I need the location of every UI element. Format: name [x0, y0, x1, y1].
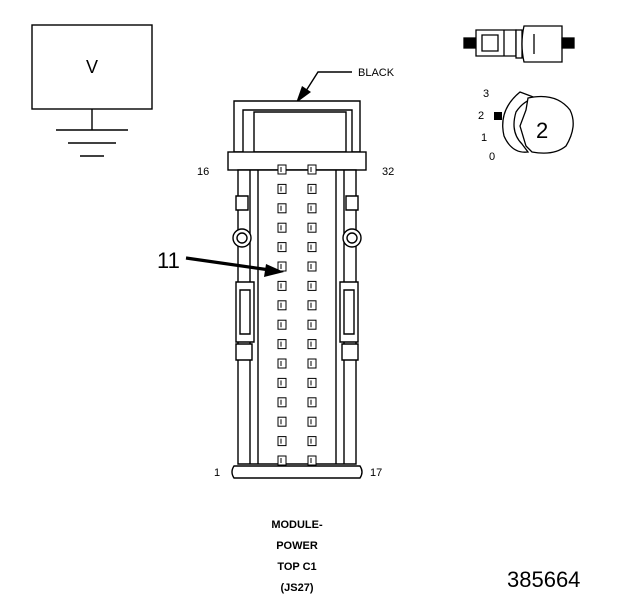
pin-cavity-31 — [307, 183, 317, 194]
pin-cavity-13 — [277, 222, 287, 233]
pin-cavity-21 — [307, 377, 317, 388]
pin-cavity-28 — [307, 242, 317, 253]
pin-cavity-23 — [307, 339, 317, 350]
connector-side-view-icon — [463, 25, 575, 63]
caption-line-1: MODULE- — [271, 519, 323, 531]
voltage-label: V — [86, 57, 98, 77]
pin-cavity-12 — [277, 242, 287, 253]
pin-cavity-2 — [277, 436, 287, 447]
pin-callout: 11 — [157, 248, 284, 277]
position-1: 1 — [481, 132, 487, 144]
color-callout: BLACK — [296, 67, 395, 103]
voltage-ground-symbol: V — [31, 24, 153, 157]
pin-cavity-29 — [307, 222, 317, 233]
pin-cavity-22 — [307, 358, 317, 369]
pin-label-32: 32 — [382, 166, 394, 178]
pin-cavity-20 — [307, 397, 317, 408]
pin-cavity-24 — [307, 319, 317, 330]
pin-cavity-4 — [277, 397, 287, 408]
caption-line-4: (JS27) — [280, 582, 313, 594]
pin-cavity-10 — [277, 280, 287, 291]
arrow-head-icon — [296, 86, 311, 103]
pin-cavity-26 — [307, 280, 317, 291]
pin-cavity-30 — [307, 203, 317, 214]
pin-cavity-1 — [277, 455, 287, 466]
pin-cavity-3 — [277, 416, 287, 427]
position-0: 0 — [489, 151, 495, 163]
figure-number: 385664 — [507, 567, 580, 592]
voltage-box — [31, 24, 153, 110]
pin-cavity-7 — [277, 339, 287, 350]
pin-cavity-5 — [277, 377, 287, 388]
position-3: 3 — [483, 88, 489, 100]
position-selected: 2 — [536, 118, 548, 143]
pin-cavity-15 — [277, 183, 287, 194]
pin-cavity-19 — [307, 416, 317, 427]
color-label: BLACK — [358, 67, 395, 79]
connector-caption: MODULE- POWER TOP C1 (JS27) — [271, 519, 323, 594]
pin-label-1: 1 — [214, 467, 220, 479]
pin-cavity-18 — [307, 436, 317, 447]
pin-cavity-25 — [307, 300, 317, 311]
position-2: 2 — [478, 110, 484, 122]
pin-cavity-14 — [277, 203, 287, 214]
pin-cavity-11 — [277, 261, 287, 272]
pin-cavity-6 — [277, 358, 287, 369]
pin-cavity-27 — [307, 261, 317, 272]
pin-cavity-8 — [277, 319, 287, 330]
position-indicator: 3 2 1 0 2 — [478, 88, 574, 163]
position-marker-icon — [494, 112, 502, 120]
pin-label-17: 17 — [370, 467, 382, 479]
callout-number: 11 — [157, 248, 180, 273]
connector-body — [227, 100, 367, 479]
pin-cavity-17 — [307, 455, 317, 466]
pin-cavity-9 — [277, 300, 287, 311]
pin-cavity-16 — [277, 164, 287, 175]
pin-cavity-grid — [277, 164, 317, 466]
pin-cavity-32 — [307, 164, 317, 175]
pin-label-16: 16 — [197, 166, 209, 178]
caption-line-2: POWER — [276, 540, 318, 552]
caption-line-3: TOP C1 — [277, 561, 316, 573]
callout-arrow-icon — [264, 264, 284, 277]
